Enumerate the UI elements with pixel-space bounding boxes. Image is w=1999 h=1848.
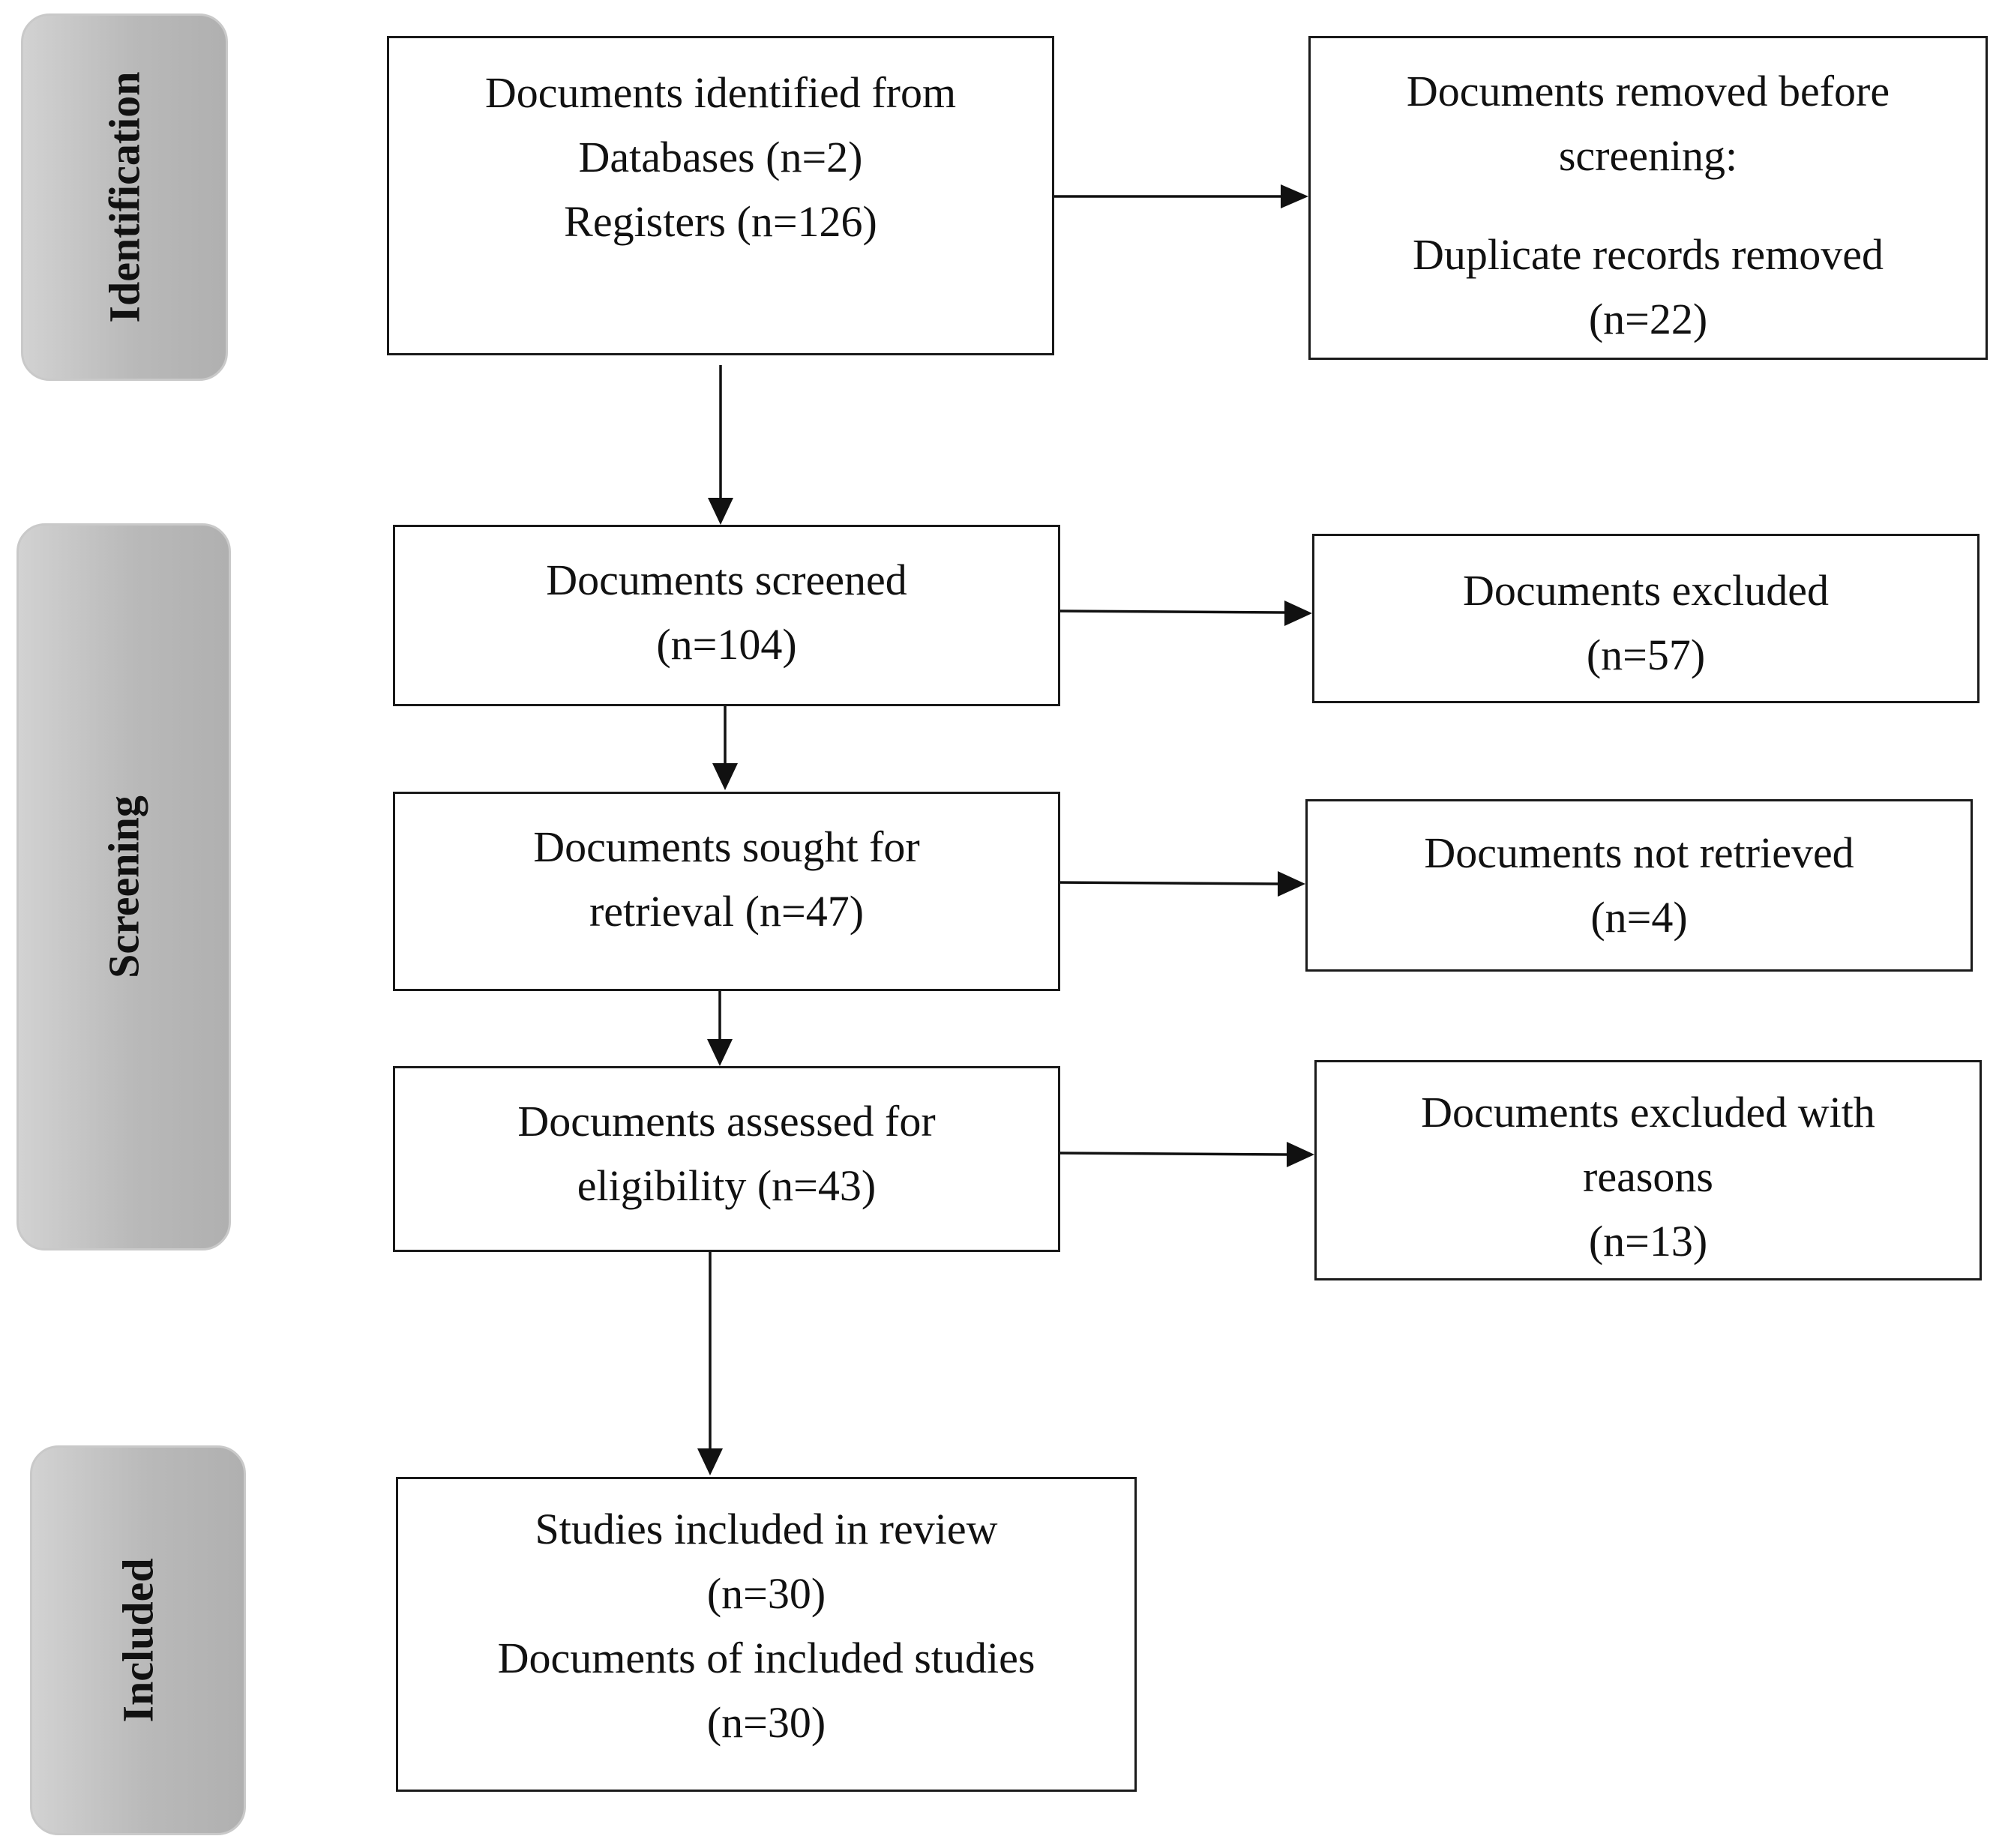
box-documents-removed: Documents removed before screening: Dupl… bbox=[1308, 36, 1988, 360]
box-studies-included-line1: Studies included in review bbox=[535, 1505, 998, 1553]
box-documents-excluded-reasons-line3: (n=13) bbox=[1588, 1217, 1708, 1265]
box-documents-assessed: Documents assessed for eligibility (n=43… bbox=[393, 1066, 1060, 1252]
arrow-sought-to-not-retrieved bbox=[1052, 881, 1278, 885]
box-documents-removed-line3: Duplicate records removed bbox=[1412, 230, 1884, 279]
box-documents-removed-line1: Documents removed before bbox=[1406, 67, 1890, 115]
box-documents-not-retrieved-line2: (n=4) bbox=[1590, 893, 1688, 942]
box-documents-excluded-reasons: Documents excluded with reasons (n=13) bbox=[1314, 1060, 1982, 1280]
box-documents-screened-line2: (n=104) bbox=[656, 620, 797, 669]
box-documents-screened-line1: Documents screened bbox=[546, 556, 907, 604]
box-studies-included-line2: (n=30) bbox=[706, 1569, 826, 1618]
box-documents-identified-line1: Documents identified from bbox=[484, 68, 957, 117]
box-documents-not-retrieved: Documents not retrieved (n=4) bbox=[1305, 799, 1973, 972]
box-documents-excluded-line2: (n=57) bbox=[1586, 630, 1706, 679]
box-documents-sought-line1: Documents sought for bbox=[533, 822, 920, 871]
box-documents-removed-line2: screening: bbox=[1558, 131, 1738, 180]
box-documents-assessed-line2: eligibility (n=43) bbox=[577, 1161, 877, 1210]
box-documents-excluded-line1: Documents excluded bbox=[1462, 566, 1829, 615]
box-documents-not-retrieved-line1: Documents not retrieved bbox=[1424, 828, 1854, 877]
box-documents-identified-line2: Databases (n=2) bbox=[578, 133, 863, 181]
box-studies-included-line4: (n=30) bbox=[706, 1698, 826, 1747]
box-documents-sought-line2: retrieval (n=47) bbox=[589, 887, 865, 936]
box-documents-screened: Documents screened (n=104) bbox=[393, 525, 1060, 706]
phase-included: Included bbox=[30, 1445, 246, 1835]
box-documents-identified: Documents identified from Databases (n=2… bbox=[387, 36, 1054, 355]
phase-screening: Screening bbox=[16, 523, 231, 1250]
box-documents-excluded-reasons-line2: reasons bbox=[1583, 1152, 1713, 1201]
box-studies-included: Studies included in review (n=30) Docume… bbox=[396, 1477, 1137, 1792]
box-documents-sought: Documents sought for retrieval (n=47) bbox=[393, 792, 1060, 991]
arrow-assessed-to-excluded-reasons bbox=[1059, 1152, 1287, 1156]
box-documents-removed-line4: (n=22) bbox=[1588, 295, 1708, 343]
arrow-screened-to-excluded bbox=[1059, 610, 1285, 614]
box-documents-excluded: Documents excluded (n=57) bbox=[1312, 534, 1980, 703]
box-studies-included-line3: Documents of included studies bbox=[497, 1634, 1035, 1682]
phase-identification: Identification bbox=[21, 13, 228, 381]
box-documents-excluded-reasons-line1: Documents excluded with bbox=[1421, 1088, 1875, 1137]
box-documents-identified-line3: Registers (n=126) bbox=[564, 197, 877, 246]
box-documents-assessed-line1: Documents assessed for bbox=[517, 1097, 936, 1146]
